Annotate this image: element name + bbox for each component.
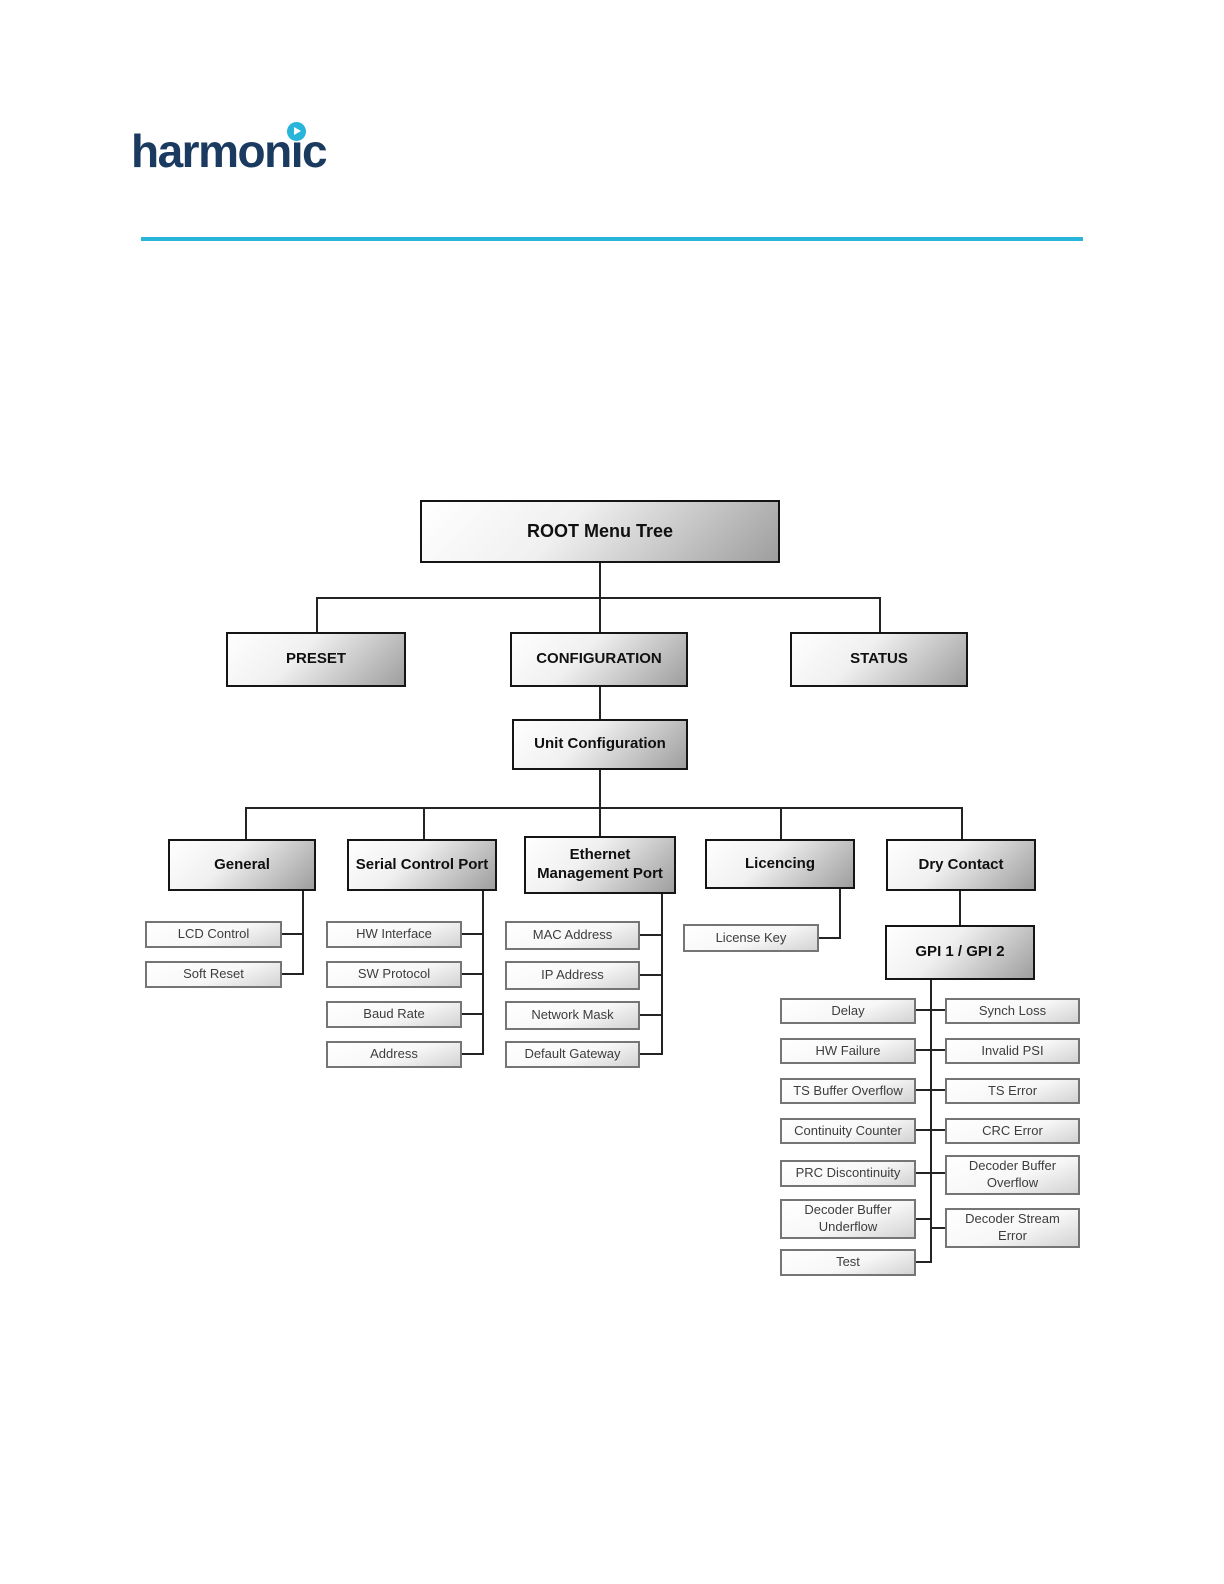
connector-line [482,891,484,1055]
connector-line [302,891,304,975]
node-address: Address [326,1041,462,1068]
node-synch-loss: Synch Loss [945,998,1080,1024]
connector-line [780,807,782,839]
node-gpi-1-gpi-2: GPI 1 / GPI 2 [885,925,1035,980]
connector-line [245,807,247,839]
play-triangle-icon [294,127,302,135]
node-network-mask: Network Mask [505,1001,640,1030]
connector-line [462,973,482,975]
node-dry-contact: Dry Contact [886,839,1036,891]
node-hw-interface: HW Interface [326,921,462,948]
connector-line [959,891,961,925]
node-root-menu-tree: ROOT Menu Tree [420,500,780,563]
connector-line [599,770,601,807]
connector-line [316,597,881,599]
connector-line [640,974,661,976]
connector-line [640,1053,661,1055]
node-delay: Delay [780,998,916,1024]
node-continuity-counter: Continuity Counter [780,1118,916,1144]
connector-line [916,1172,945,1174]
node-preset: PRESET [226,632,406,687]
connector-line [640,1014,661,1016]
logo-text-left: harmon [131,125,292,177]
node-lcd-control: LCD Control [145,921,282,948]
connector-line [879,597,881,632]
node-serial-control-port: Serial Control Port [347,839,497,891]
node-configuration: CONFIGURATION [510,632,688,687]
logo-letter-i: ı [287,122,307,174]
node-test: Test [780,1249,916,1276]
node-ethernet-management-port: Ethernet Management Port [524,836,676,894]
node-licencing: Licencing [705,839,855,889]
connector-line [599,563,601,597]
node-sw-protocol: SW Protocol [326,961,462,988]
connector-line [599,807,601,836]
connector-line [930,980,932,1263]
node-general: General [168,839,316,891]
node-decoder-stream-error: Decoder Stream Error [945,1208,1080,1248]
connector-line [245,807,963,809]
node-crc-error: CRC Error [945,1118,1080,1144]
connector-line [916,1089,945,1091]
connector-line [916,1129,945,1131]
connector-line [640,934,661,936]
connector-line [599,687,601,719]
node-decoder-buffer-underflow: Decoder Buffer Underflow [780,1199,916,1239]
node-decoder-buffer-overflow: Decoder Buffer Overflow [945,1155,1080,1195]
connector-line [839,889,841,939]
connector-line [661,894,663,1055]
node-invalid-psi: Invalid PSI [945,1038,1080,1064]
connector-line [916,1218,932,1220]
connector-line [916,1049,945,1051]
divider-line [141,237,1083,241]
node-ts-error: TS Error [945,1078,1080,1104]
connector-line [930,1227,945,1229]
node-default-gateway: Default Gateway [505,1041,640,1068]
node-hw-failure: HW Failure [780,1038,916,1064]
connector-line [316,597,318,632]
node-baud-rate: Baud Rate [326,1001,462,1028]
node-prc-discontinuity: PRC Discontinuity [780,1160,916,1187]
connector-line [462,1013,482,1015]
connector-line [916,1261,932,1263]
connector-line [423,807,425,839]
node-unit-configuration: Unit Configuration [512,719,688,770]
connector-line [282,933,302,935]
connector-line [961,807,963,839]
connector-line [462,1053,482,1055]
node-ip-address: IP Address [505,961,640,990]
node-ts-buffer-overflow: TS Buffer Overflow [780,1078,916,1104]
connector-line [819,937,839,939]
node-license-key: License Key [683,924,819,952]
node-status: STATUS [790,632,968,687]
node-mac-address: MAC Address [505,921,640,950]
play-icon [287,122,307,141]
connector-line [599,597,601,632]
logo-text-right: c [301,125,328,177]
connector-line [282,973,302,975]
connector-line [462,933,482,935]
node-soft-reset: Soft Reset [145,961,282,988]
connector-line [916,1009,945,1011]
